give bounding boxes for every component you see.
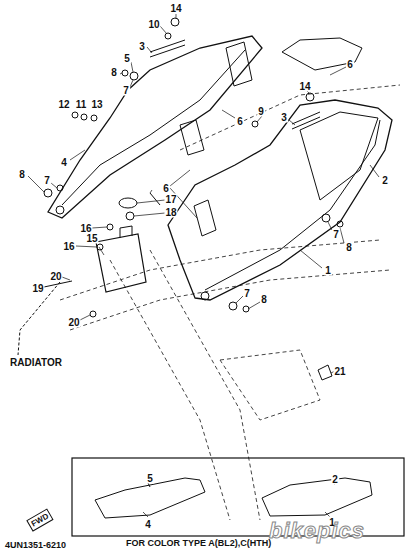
callout-number: 2 — [331, 474, 339, 485]
callout-number: 19 — [31, 283, 44, 294]
callout-number: 10 — [147, 19, 160, 30]
note: FOR COLOR TYPE A(BL2),C(HTH) — [125, 538, 272, 549]
callout-number: 16 — [62, 241, 75, 252]
callout-number: 3 — [138, 41, 146, 52]
callout-number: 7 — [122, 85, 130, 96]
callout-number: 1 — [324, 265, 332, 276]
callout-number: 8 — [260, 294, 268, 305]
callout-number: 4 — [60, 157, 68, 168]
callout-number: 7 — [332, 229, 340, 240]
callout-number: 20 — [67, 317, 80, 328]
callout-number: 13 — [90, 99, 103, 110]
callout-number: 14 — [298, 81, 311, 92]
callout-number: 11 — [75, 99, 88, 110]
drawing-number: 4UN1351-6210 — [4, 540, 67, 551]
callout-number: 7 — [243, 288, 251, 299]
watermark: bikepics — [268, 525, 366, 536]
callout-number: 8 — [18, 169, 26, 180]
callout-number: 5 — [146, 473, 154, 484]
callout-number: 4 — [144, 519, 152, 530]
callout-number: 8 — [110, 67, 118, 78]
callout-number: 2 — [381, 175, 389, 186]
callout-number: 9 — [257, 106, 265, 117]
callout-number: 6 — [236, 116, 244, 127]
callout-number: 12 — [57, 99, 70, 110]
callout-number: 14 — [169, 3, 182, 14]
callout-number: 17 — [164, 194, 177, 205]
callout-number: 15 — [85, 233, 98, 244]
part-name: RADIATOR — [9, 357, 63, 368]
direction-mark: FWD — [26, 508, 53, 531]
callout-number: 3 — [280, 112, 288, 123]
callout-number: 21 — [333, 366, 346, 377]
callout-number: 5 — [123, 53, 131, 64]
callout-number: 6 — [162, 183, 170, 194]
callout-number: 20 — [49, 271, 62, 282]
callout-number: 18 — [164, 207, 177, 218]
callout-number: 7 — [43, 175, 51, 186]
callout-number: 6 — [346, 59, 354, 70]
callout-number: 8 — [345, 242, 353, 253]
